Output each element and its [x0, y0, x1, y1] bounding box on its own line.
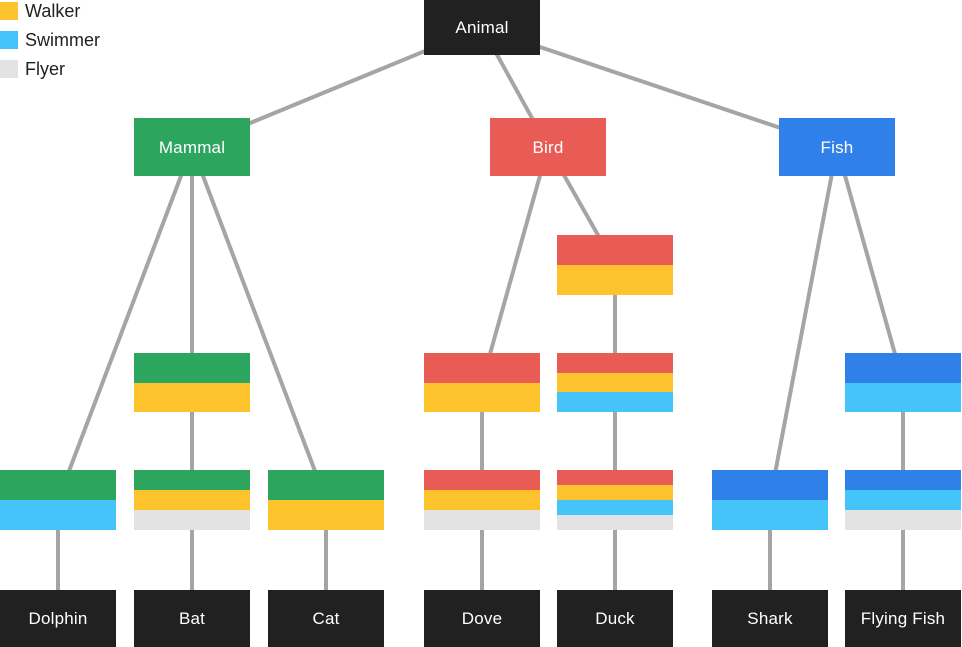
node-label-shark: Shark [747, 609, 793, 628]
node-duck-low[interactable] [557, 470, 673, 530]
stripe-swimmer [845, 490, 961, 510]
node-label-animal: Animal [455, 18, 509, 37]
legend-label-flyer: Flyer [25, 59, 65, 79]
stripe-swimmer [557, 392, 673, 413]
legend-swatch-flyer-icon [0, 60, 18, 78]
legend: Walker Swimmer Flyer [0, 2, 100, 78]
legend-item-swimmer[interactable]: Swimmer [0, 31, 100, 49]
node-dolphin[interactable]: Dolphin [0, 590, 116, 647]
stripe-bird [424, 470, 540, 490]
node-duck-mid[interactable] [557, 353, 673, 413]
legend-swatch-swimmer-icon [0, 31, 18, 49]
node-dove[interactable]: Dove [424, 590, 540, 647]
node-ff-low[interactable] [845, 470, 961, 530]
stripe-walker [557, 372, 673, 393]
node-duck[interactable]: Duck [557, 590, 673, 647]
node-animal[interactable]: Animal [424, 0, 540, 55]
node-shark-low[interactable] [712, 470, 828, 530]
legend-item-walker[interactable]: Walker [0, 2, 100, 20]
node-label-flyingfish: Flying Fish [860, 609, 946, 628]
node-label-cat: Cat [312, 609, 340, 628]
edge-fish-shark-low [768, 146, 839, 501]
node-label-dolphin: Dolphin [28, 609, 88, 628]
node-dove-mid[interactable] [424, 353, 540, 412]
node-label-duck: Duck [595, 609, 635, 628]
node-dove-low[interactable] [424, 470, 540, 530]
stripe-bird [557, 353, 673, 373]
legend-label-swimmer: Swimmer [25, 30, 100, 50]
legend-swatch-walker-icon [0, 2, 18, 20]
stripe-flyer [134, 510, 250, 530]
node-flyingfish[interactable]: Flying Fish [845, 590, 961, 647]
stripe-bird [557, 470, 673, 485]
node-cat[interactable]: Cat [268, 590, 384, 647]
stripe-walker [557, 485, 673, 500]
stripe-mammal [0, 470, 116, 500]
node-ff-mid[interactable] [845, 353, 961, 412]
node-label-bat: Bat [178, 609, 206, 628]
stripe-fish [845, 470, 961, 490]
stripe-mammal [268, 470, 384, 500]
stripe-flyer [424, 510, 540, 530]
stripe-swimmer [0, 500, 116, 530]
stripe-mammal [134, 353, 250, 383]
node-label-bird: Bird [532, 137, 564, 157]
node-label-fish: Fish [820, 137, 854, 157]
node-bat[interactable]: Bat [134, 590, 250, 647]
stripe-bird [557, 235, 673, 265]
stripe-walker [557, 265, 673, 295]
stripe-walker [134, 490, 250, 510]
node-label-dove: Dove [461, 609, 503, 628]
stripe-swimmer [712, 500, 828, 530]
stripe-walker [424, 382, 540, 412]
node-duck-top[interactable] [557, 235, 673, 295]
stripe-flyer [557, 515, 673, 530]
stripe-walker [134, 382, 250, 412]
node-label-mammal: Mammal [158, 137, 226, 157]
stripe-mammal [134, 470, 250, 490]
node-mammal[interactable]: Mammal [134, 118, 250, 176]
stripe-flyer [845, 510, 961, 530]
legend-label-walker: Walker [25, 1, 81, 21]
node-shark[interactable]: Shark [712, 590, 828, 647]
node-dolphin-low[interactable] [0, 470, 116, 530]
stripe-fish [712, 470, 828, 500]
edge-bird-dove-mid [480, 146, 550, 384]
node-mammal-mid[interactable] [134, 353, 250, 412]
stripe-swimmer [845, 382, 961, 412]
node-fish[interactable]: Fish [779, 118, 895, 176]
node-bird[interactable]: Bird [490, 118, 606, 176]
stripe-fish [845, 353, 961, 383]
legend-item-flyer[interactable]: Flyer [0, 60, 100, 78]
edge-mammal-dolphin-low [56, 146, 194, 501]
stripe-walker [424, 490, 540, 510]
stripe-swimmer [557, 500, 673, 515]
edge-fish-ff-mid [835, 146, 905, 384]
edge-mammal-cat-low [190, 146, 328, 501]
node-bat-low[interactable] [134, 470, 250, 530]
node-cat-low[interactable] [268, 470, 384, 530]
stripe-bird [424, 353, 540, 383]
stripe-walker [268, 500, 384, 530]
edge-animal-fish [481, 25, 838, 149]
